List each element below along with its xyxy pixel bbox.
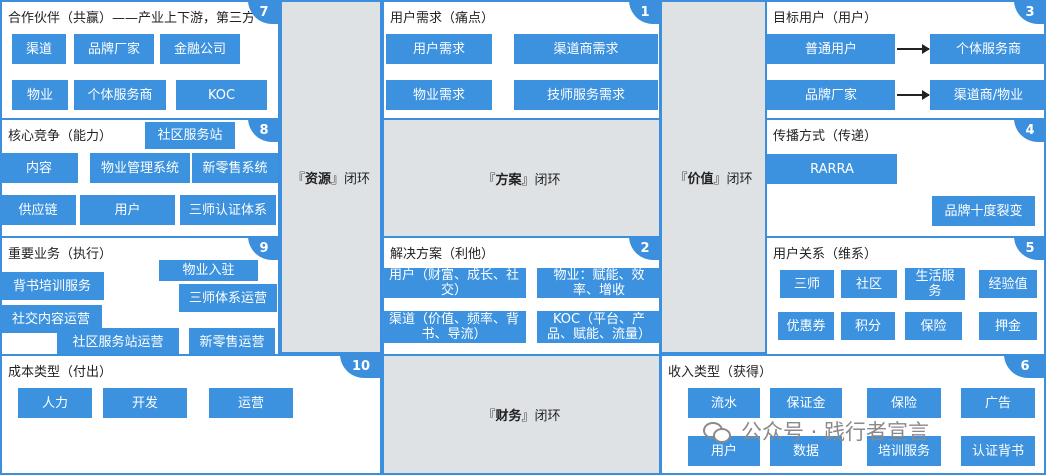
needs-chip: 物业需求 bbox=[386, 80, 492, 110]
relation-chip: 保险 bbox=[905, 312, 962, 340]
revenue-panel: 收入类型（获得） 6 流水 保证金 保险 广告 用户 数据 培训服务 认证背书 bbox=[660, 354, 1046, 475]
revenue-title: 收入类型（获得） bbox=[668, 365, 773, 380]
relation-chip: 积分 bbox=[841, 312, 895, 340]
business-chip: 新零售运营 bbox=[189, 328, 275, 356]
finance-loop-label: 『财务』闭环 bbox=[482, 409, 561, 424]
business-title: 重要业务（执行） bbox=[8, 247, 113, 262]
core-chip: 供应链 bbox=[0, 195, 76, 225]
needs-panel: 用户需求（痛点） 1 用户需求 渠道商需求 物业需求 技师服务需求 bbox=[382, 0, 661, 120]
needs-chip: 渠道商需求 bbox=[514, 34, 658, 64]
partner-chip: 品牌厂家 bbox=[74, 34, 154, 64]
target-chip: 品牌厂家 bbox=[767, 80, 895, 110]
revenue-chip: 保证金 bbox=[770, 388, 842, 418]
core-chip: 内容 bbox=[0, 153, 78, 183]
partners-title: 合作伙伴（共赢）——产业上下游，第三方 bbox=[8, 11, 256, 26]
partner-chip: 金融公司 bbox=[160, 34, 240, 64]
relation-chip: 社区 bbox=[841, 270, 897, 298]
revenue-chip: 培训服务 bbox=[867, 436, 941, 466]
solution-chip: 物业：赋能、效率、增收 bbox=[537, 268, 661, 298]
cost-panel: 成本类型（付出） 10 人力 开发 运营 bbox=[0, 354, 382, 475]
partner-chip: 个体服务商 bbox=[74, 80, 166, 110]
solution-number-badge: 2 bbox=[629, 236, 661, 260]
revenue-chip: 认证背书 bbox=[961, 436, 1035, 466]
business-chip: 物业入驻 bbox=[159, 260, 258, 281]
target-chip: 普通用户 bbox=[767, 34, 895, 64]
relation-number-badge: 5 bbox=[1014, 236, 1046, 260]
relation-chip: 三师 bbox=[780, 270, 834, 298]
partners-panel: 合作伙伴（共赢）——产业上下游，第三方 7 渠道 品牌厂家 金融公司 物业 个体… bbox=[0, 0, 280, 120]
revenue-chip: 保险 bbox=[867, 388, 941, 418]
business-chip: 背书培训服务 bbox=[0, 272, 104, 300]
core-title: 核心竞争（能力） bbox=[8, 129, 113, 144]
relation-chip: 经验值 bbox=[979, 270, 1037, 298]
target-chip: 渠道商/物业 bbox=[930, 80, 1046, 110]
partner-chip: 渠道 bbox=[12, 34, 66, 64]
spread-chip: 品牌十度裂变 bbox=[932, 196, 1035, 226]
watermark-text: 公众号 · 践行者宣言 bbox=[741, 420, 930, 444]
value-loop-label: 『价值』闭环 bbox=[674, 171, 753, 187]
core-chip: 物业管理系统 bbox=[90, 153, 190, 183]
arrow-right-icon bbox=[897, 90, 930, 100]
spread-chip: RARRA bbox=[767, 154, 897, 184]
finance-loop-panel: 『财务』闭环 bbox=[382, 354, 661, 475]
target-panel: 目标用户（用户） 3 普通用户 个体服务商 品牌厂家 渠道商/物业 bbox=[765, 0, 1046, 120]
cost-chip: 运营 bbox=[209, 388, 293, 418]
business-panel: 重要业务（执行） 9 物业入驻 背书培训服务 三师体系运营 社交内容运营 社区服… bbox=[0, 236, 280, 356]
relation-panel: 用户关系（维系） 5 三师 社区 生活服务 经验值 优惠券 积分 保险 押金 bbox=[765, 236, 1046, 356]
spread-title: 传播方式（传递） bbox=[773, 129, 878, 144]
core-panel: 核心竞争（能力） 8 社区服务站 内容 物业管理系统 新零售系统 供应链 用户 … bbox=[0, 118, 280, 238]
resource-loop-panel: 『资源』闭环 bbox=[280, 0, 382, 354]
core-chip: 三师认证体系 bbox=[180, 195, 276, 225]
cost-chip: 人力 bbox=[18, 388, 92, 418]
core-chip: 用户 bbox=[80, 195, 175, 225]
partner-chip: KOC bbox=[176, 80, 267, 110]
value-loop-panel: 『价值』闭环 bbox=[660, 0, 767, 354]
needs-chip: 技师服务需求 bbox=[514, 80, 658, 110]
plan-loop-panel: 『方案』闭环 bbox=[382, 118, 661, 238]
revenue-number-badge: 6 bbox=[1004, 354, 1046, 378]
revenue-chip: 流水 bbox=[688, 388, 760, 418]
solution-title: 解决方案（利他） bbox=[390, 247, 495, 262]
partner-chip: 物业 bbox=[12, 80, 68, 110]
needs-chip: 用户需求 bbox=[386, 34, 492, 64]
revenue-chip: 广告 bbox=[961, 388, 1035, 418]
revenue-chip: 数据 bbox=[770, 436, 842, 466]
target-title: 目标用户（用户） bbox=[773, 11, 878, 26]
watermark: 公众号 · 践行者宣言 bbox=[703, 416, 929, 446]
needs-number-badge: 1 bbox=[629, 0, 661, 24]
cost-number-badge: 10 bbox=[340, 354, 382, 378]
plan-loop-label: 『方案』闭环 bbox=[482, 172, 561, 188]
solution-chip: KOC（平台、产品、赋能、流量） bbox=[537, 311, 661, 343]
business-chip: 三师体系运营 bbox=[179, 284, 277, 312]
resource-loop-label: 『资源』闭环 bbox=[291, 171, 371, 187]
target-number-badge: 3 bbox=[1014, 0, 1046, 24]
business-number-badge: 9 bbox=[248, 236, 280, 260]
cost-title: 成本类型（付出） bbox=[8, 365, 113, 380]
core-number-badge: 8 bbox=[248, 118, 280, 142]
spread-panel: 传播方式（传递） 4 RARRA 品牌十度裂变 bbox=[765, 118, 1046, 238]
wechat-icon bbox=[703, 420, 731, 443]
core-chip: 社区服务站 bbox=[145, 122, 235, 149]
solution-panel: 解决方案（利他） 2 用户（财富、成长、社交） 物业：赋能、效率、增收 渠道（价… bbox=[382, 236, 661, 356]
relation-chip: 生活服务 bbox=[905, 268, 965, 300]
target-chip: 个体服务商 bbox=[930, 34, 1046, 64]
cost-chip: 开发 bbox=[103, 388, 187, 418]
spread-number-badge: 4 bbox=[1014, 118, 1046, 142]
relation-title: 用户关系（维系） bbox=[773, 247, 878, 262]
core-chip: 新零售系统 bbox=[192, 153, 278, 183]
relation-chip: 优惠券 bbox=[778, 312, 834, 340]
arrow-right-icon bbox=[897, 44, 930, 54]
needs-title: 用户需求（痛点） bbox=[390, 11, 495, 26]
relation-chip: 押金 bbox=[979, 312, 1037, 340]
business-chip: 社区服务站运营 bbox=[57, 328, 179, 356]
solution-chip: 用户（财富、成长、社交） bbox=[382, 268, 526, 298]
solution-chip: 渠道（价值、频率、背书、导流） bbox=[382, 311, 526, 343]
